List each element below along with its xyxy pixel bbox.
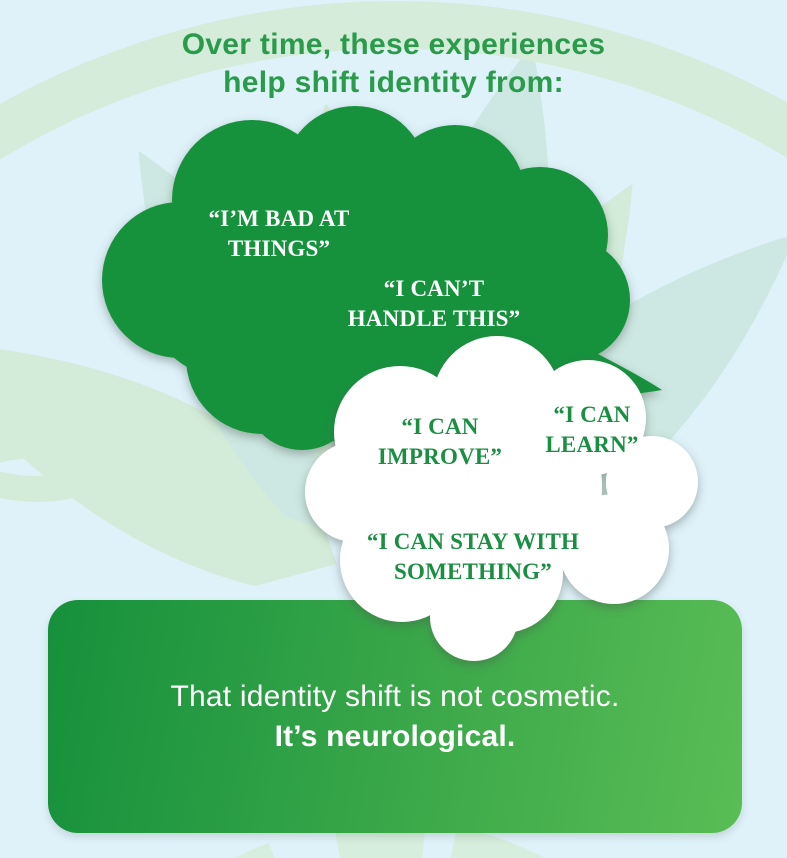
negative-quote-bad-at-things: “I’M BAD AT THINGS” <box>208 206 350 261</box>
conclusion-card: That identity shift is not cosmetic. It’… <box>48 600 742 833</box>
conclusion-text: That identity shift is not cosmetic. <box>170 680 620 713</box>
page-title: Over time, these experiences help shift … <box>0 26 787 102</box>
positive-thought-cloud-shape <box>305 336 698 661</box>
conclusion-emphasis-text: It’s neurological. <box>274 720 516 753</box>
page-title-line1: Over time, these experiences <box>181 28 606 61</box>
page-title-line2: help shift identity from: <box>223 66 564 99</box>
positive-quote-stay-with: “I CAN STAY WITH SOMETHING” <box>366 529 580 584</box>
positive-quote-learn: “I CAN LEARN” <box>545 402 639 457</box>
negative-quote-cant-handle: “I CAN’T HANDLE THIS” <box>347 276 521 331</box>
watermark-leaf-outline <box>0 432 147 502</box>
positive-quote-improve: “I CAN IMPROVE” <box>377 414 503 469</box>
watermark-ring <box>0 1 787 160</box>
negative-thought-cloud-shape <box>102 106 662 450</box>
cloud-bottom-bump <box>430 573 518 661</box>
